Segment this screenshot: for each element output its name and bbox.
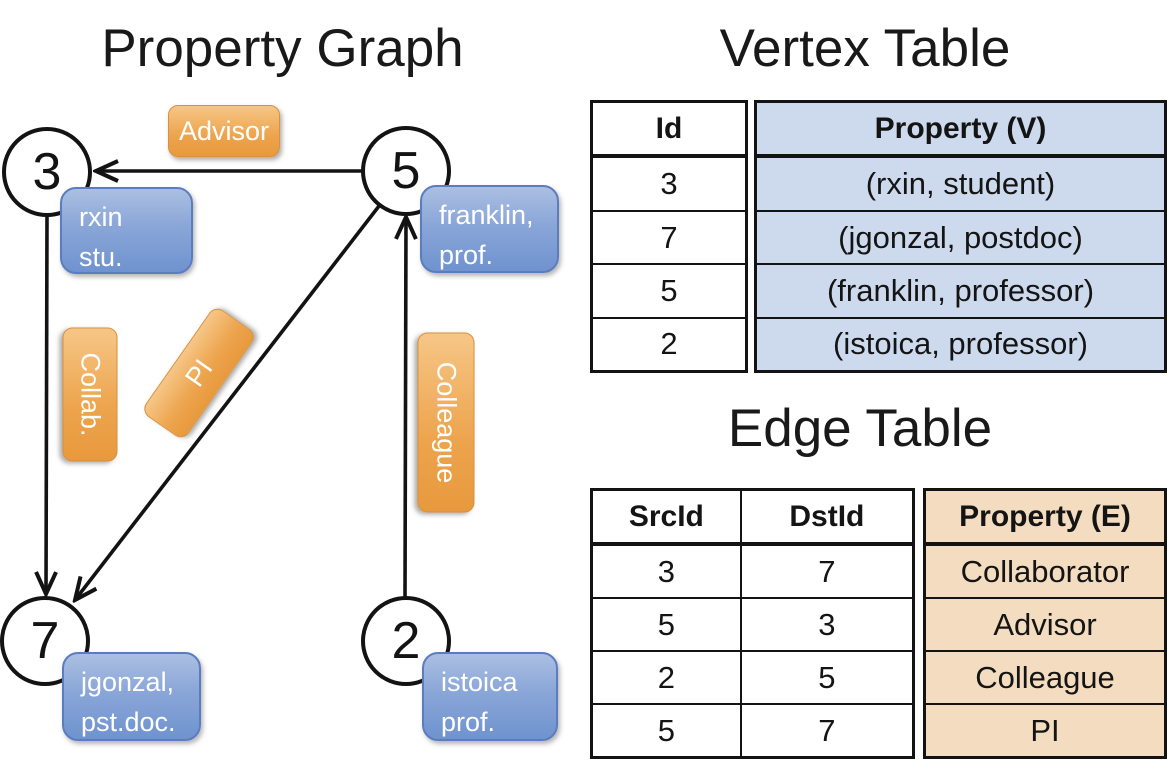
edge-label-advisor: Advisor — [168, 105, 280, 157]
cell-edge-property: Collaborator — [960, 553, 1130, 589]
cell-dstid: 3 — [739, 599, 912, 650]
cell-id: 5 — [660, 272, 678, 308]
column-header-dstid: DstId — [739, 491, 912, 542]
table-row: 5 3 — [593, 597, 912, 650]
vertex-card-franklin: franklin, prof. — [420, 185, 559, 273]
column-header-id: Id — [655, 111, 683, 145]
cell-srcid: 5 — [657, 606, 675, 642]
edge-label-text: Collab. — [75, 352, 106, 437]
table-row: Colleague — [926, 650, 1164, 703]
edge-label-text: Colleague — [431, 361, 462, 484]
edge-line-collab-3-7 — [46, 215, 47, 594]
card-line: stu. — [79, 242, 123, 272]
property-graph-title: Property Graph — [101, 19, 464, 78]
edge-table-id-columns: SrcId DstId 3 7 5 3 2 5 5 7 — [590, 488, 915, 759]
card-line: rxin — [79, 202, 123, 232]
table-header-row: Property (E) — [926, 491, 1164, 544]
cell-id: 7 — [660, 219, 678, 255]
table-row: 2 5 — [593, 650, 912, 703]
card-line: istoica — [441, 667, 518, 697]
table-row: 5 7 — [593, 703, 912, 756]
table-row: 3 — [593, 156, 745, 209]
table-row: 5 — [593, 263, 745, 316]
edge-table-title: Edge Table — [727, 399, 993, 458]
cell-srcid: 3 — [657, 553, 675, 589]
vertex-id-label: 5 — [391, 142, 421, 200]
cell-property: (franklin, professor) — [826, 272, 1095, 308]
cell-property: (rxin, student) — [865, 166, 1056, 202]
table-row: 7 — [593, 209, 745, 263]
cell-srcid: 2 — [657, 659, 675, 695]
card-line: pst.doc. — [81, 707, 176, 737]
vertex-card-jgonzal: jgonzal, pst.doc. — [62, 652, 201, 741]
vertex-id-label: 3 — [32, 143, 62, 201]
cell-id: 3 — [660, 166, 678, 202]
column-header-srcid: SrcId — [628, 499, 704, 533]
card-line: prof. — [441, 707, 496, 737]
cell-srcid: 5 — [657, 712, 675, 748]
cell-dstid: 5 — [739, 652, 912, 703]
table-row: Collaborator — [926, 544, 1164, 597]
cell-edge-property: PI — [1030, 712, 1060, 748]
vertex-card-rxin: rxin stu. — [60, 187, 193, 274]
edge-label-colleague: Colleague — [417, 332, 475, 513]
vertex-table-id-column: Id 3 7 5 2 — [590, 100, 748, 373]
card-line: jgonzal, — [81, 667, 175, 697]
vertex-table-title: Vertex Table — [719, 19, 1011, 78]
vertex-id-label: 7 — [30, 612, 60, 670]
edge-line-pi-5-7 — [75, 204, 381, 600]
table-row: (rxin, student) — [757, 156, 1164, 209]
vertex-id-label: 2 — [391, 612, 421, 670]
column-header-property-e: Property (E) — [959, 499, 1131, 533]
vertex-table-property-column: Property (V) (rxin, student) (jgonzal, p… — [754, 100, 1167, 373]
edge-label-text: Advisor — [178, 115, 270, 146]
vertex-circle-2: 2 — [361, 596, 451, 686]
table-row: (istoica, professor) — [757, 316, 1164, 370]
vertex-card-istoica: istoica prof. — [422, 652, 558, 741]
table-row: Advisor — [926, 597, 1164, 650]
edge-label-text: PI — [178, 353, 219, 392]
edge-table-property-column: Property (E) Collaborator Advisor Collea… — [923, 488, 1167, 759]
table-header-row: Id — [593, 103, 745, 157]
card-line: franklin, — [439, 200, 534, 230]
cell-property: (istoica, professor) — [833, 326, 1088, 362]
cell-edge-property: Advisor — [993, 606, 1097, 642]
table-row: (jgonzal, postdoc) — [757, 209, 1164, 263]
graph-edges-layer — [0, 0, 560, 760]
column-header-property-v: Property (V) — [874, 111, 1047, 145]
table-row: (franklin, professor) — [757, 263, 1164, 316]
card-line: prof. — [439, 240, 494, 270]
table-row: PI — [926, 703, 1164, 756]
table-row: 3 7 — [593, 544, 912, 597]
edge-line-colleague-2-5 — [405, 217, 406, 598]
cell-edge-property: Colleague — [975, 659, 1115, 695]
cell-property: (jgonzal, postdoc) — [838, 219, 1083, 255]
table-row: 2 — [593, 316, 745, 370]
cell-dstid: 7 — [739, 705, 912, 756]
cell-dstid: 7 — [739, 546, 912, 597]
edge-label-collab: Collab. — [62, 327, 118, 462]
table-header-row: SrcId DstId — [593, 491, 912, 544]
cell-id: 2 — [660, 326, 678, 362]
table-header-row: Property (V) — [757, 103, 1164, 157]
